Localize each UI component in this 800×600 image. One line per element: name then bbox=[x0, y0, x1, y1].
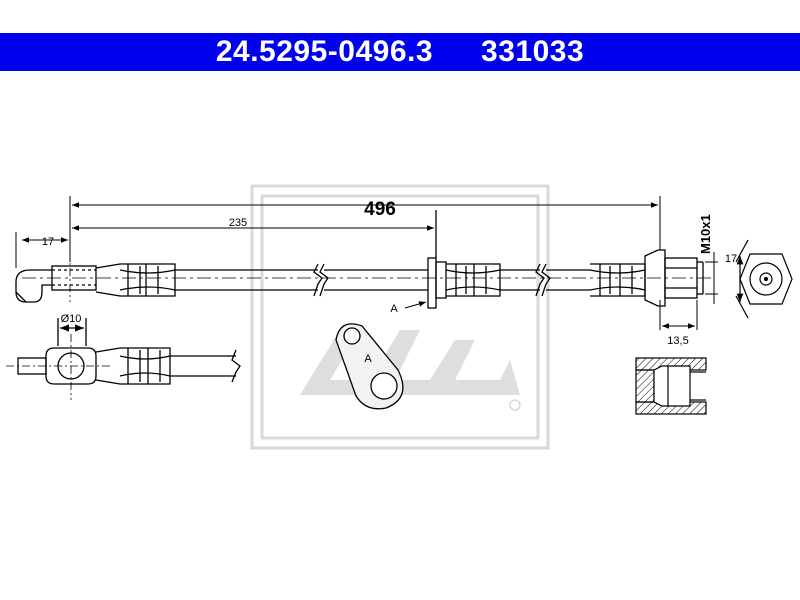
part-number: 24.5295-0496.3 bbox=[215, 35, 434, 68]
title-bar: 24.5295-0496.3 331033 bbox=[0, 33, 800, 71]
bracket-marker-label: A bbox=[390, 303, 398, 315]
banjo-diameter-label: Ø10 bbox=[61, 313, 82, 325]
hex-end-view bbox=[735, 239, 793, 319]
reference-number: 331033 bbox=[481, 35, 585, 68]
section-view bbox=[635, 357, 707, 415]
bracket-detail-marker: A bbox=[364, 353, 372, 365]
thread-label: M10x1 bbox=[698, 214, 713, 254]
end-offset-label: 17 bbox=[42, 236, 54, 248]
banjo-top-view bbox=[6, 318, 241, 400]
mid-length-label: 235 bbox=[229, 217, 247, 229]
hose-main bbox=[15, 210, 704, 309]
watermark-logo bbox=[250, 184, 550, 450]
hex-size-label: 17 bbox=[725, 253, 737, 265]
dimension-lines bbox=[15, 196, 718, 330]
bracket-detail-view bbox=[335, 323, 404, 410]
total-length-label: 496 bbox=[364, 199, 396, 220]
fitting-length-label: 13,5 bbox=[667, 335, 688, 347]
